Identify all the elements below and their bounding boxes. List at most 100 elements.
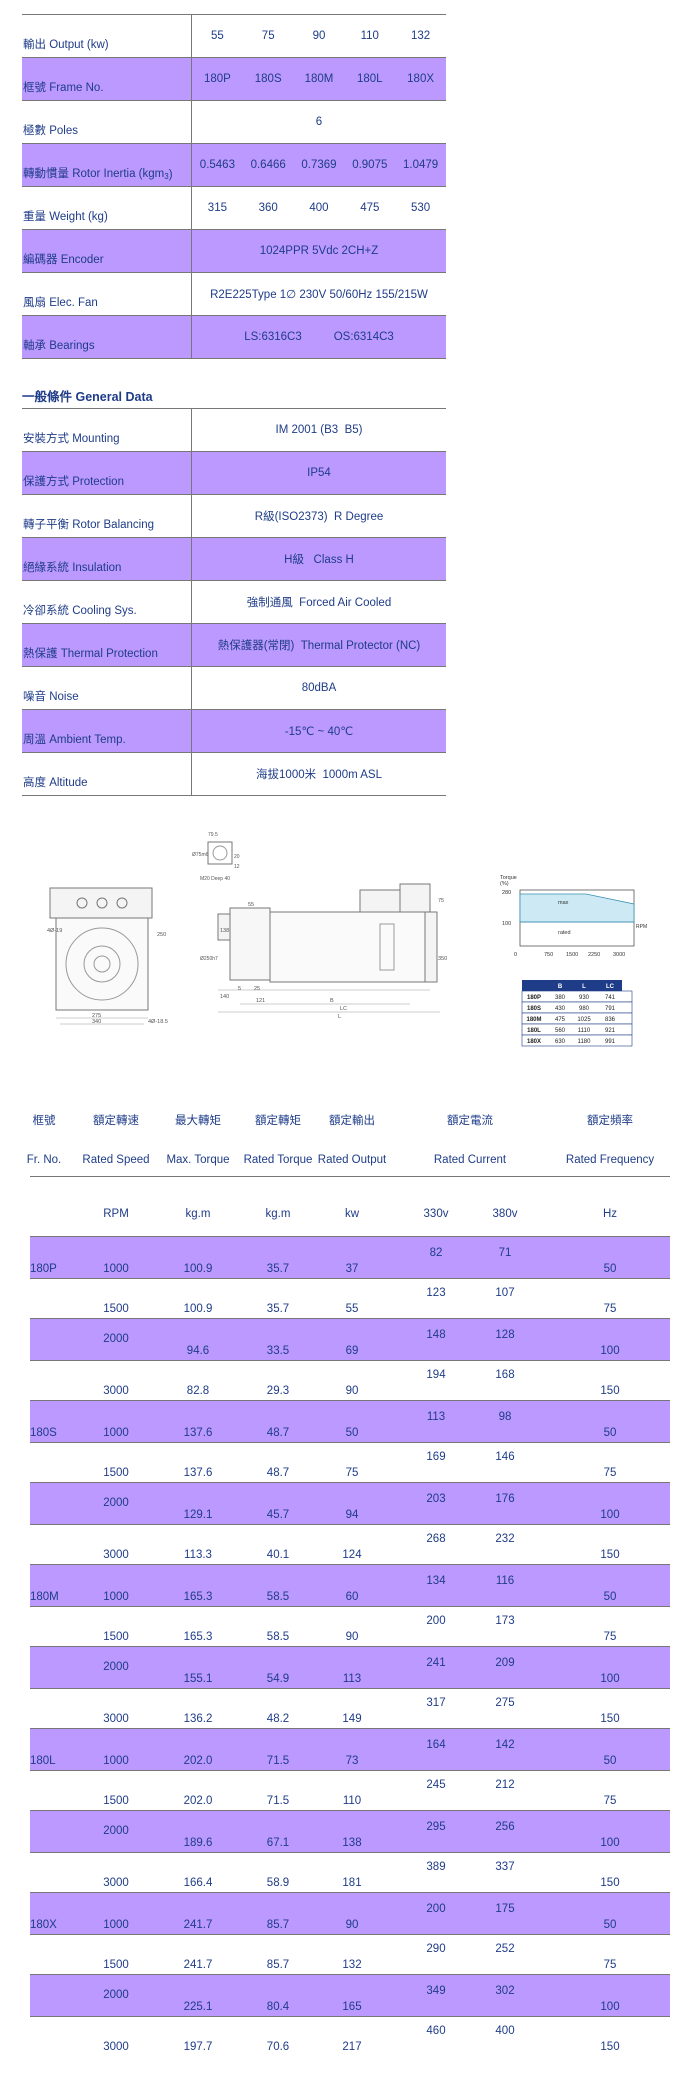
spec-label: 框號 Frame No. xyxy=(22,58,192,100)
table-cell-hz: 150 xyxy=(600,1549,620,1561)
front-view-drawing: 4Ø-19 275 340 4Ø-18.5 250 xyxy=(20,840,170,1030)
table-cell-max: 165.3 xyxy=(183,1631,213,1643)
spec-value: 75 xyxy=(261,30,275,42)
dim-cell: 560 xyxy=(555,1028,566,1034)
spec-label-text: 高度 Altitude xyxy=(23,777,88,789)
table-cell-out: 132 xyxy=(342,1959,362,1971)
key-dim-text: Ø75m6 xyxy=(192,852,209,858)
header-en-cell: Rated Output xyxy=(317,1154,387,1166)
table-cell-out: 138 xyxy=(342,1837,362,1849)
spec-label: 軸承 Bearings xyxy=(22,316,192,358)
spec-row: 絕緣系統 Insulation H級 Class H xyxy=(22,538,446,581)
spec-label: 噪音 Noise xyxy=(22,667,192,709)
torque-axis-label: Torque xyxy=(500,875,517,881)
side-dim-text: 5 xyxy=(238,986,241,992)
spec-value: 132 xyxy=(410,30,431,42)
table-cell-out: 73 xyxy=(345,1755,359,1767)
table-cell-max: 225.1 xyxy=(183,2001,213,2013)
spec-row: 高度 Altitude 海拔1000米 1000m ASL xyxy=(22,753,446,796)
spec-value-text: R2E225Type 1∅ 230V 50/60Hz 155/215W xyxy=(210,289,428,301)
spec-value-text: IM 2001 (B3 B5) xyxy=(275,424,363,436)
table-cell-c330: 295 xyxy=(426,1821,446,1833)
torque-xunit: RPM xyxy=(636,924,647,930)
table-cell-speed: 3000 xyxy=(103,1549,129,1561)
table-cell-speed: 3000 xyxy=(103,1713,129,1725)
dim-cell: 1110 xyxy=(578,1028,591,1034)
table-cell-max: 197.7 xyxy=(183,2041,213,2053)
dim-cell: 475 xyxy=(555,1017,566,1023)
table-cell-max: 155.1 xyxy=(183,1673,213,1685)
table-cell-rated: 58.5 xyxy=(266,1631,290,1643)
table-cell-out: 60 xyxy=(345,1591,359,1603)
spec-value-text: 6 xyxy=(315,116,323,128)
key-dim-text: 79.5 xyxy=(208,832,218,838)
table-cell-rated: 71.5 xyxy=(266,1755,290,1767)
spec-value: 0.7369 xyxy=(301,159,337,171)
spec-label-text: 編碼器 Encoder xyxy=(23,254,104,266)
spec-label: 轉子平衡 Rotor Balancing xyxy=(22,495,192,537)
spec-label-text: 轉子平衡 Rotor Balancing xyxy=(23,519,155,531)
header-row-cn: 框號額定轉速最大轉矩額定轉矩額定輸出額定電流額定頻率 xyxy=(30,1112,670,1132)
table-cell-rated: 40.1 xyxy=(266,1549,290,1561)
spec-label: 絕緣系統 Insulation xyxy=(22,538,192,580)
table-cell-c380: 275 xyxy=(495,1697,515,1709)
spec-label-text: 輸出 Output (kw) xyxy=(23,39,109,51)
table-cell-frame: 180X xyxy=(30,1919,57,1931)
spec-value-text: 海拔1000米 1000m ASL xyxy=(256,769,382,781)
spec-row: 安裝方式 Mounting IM 2001 (B3 B5) xyxy=(22,409,446,452)
table-cell-hz: 75 xyxy=(603,1959,617,1971)
side-dim-text: 350 xyxy=(438,956,447,962)
table-cell-c380: 212 xyxy=(495,1779,515,1791)
spec-value-text: H級 Class H xyxy=(284,554,354,566)
table-cell-c380: 98 xyxy=(498,1411,512,1423)
dim-header-cell xyxy=(572,980,598,991)
table-cell-speed: 1500 xyxy=(103,1467,129,1479)
table-cell-c380: 302 xyxy=(495,1985,515,1997)
side-dim-text: L xyxy=(338,1014,341,1020)
table-cell-rated: 67.1 xyxy=(266,1837,290,1849)
spec-value-text: 80dBA xyxy=(301,682,337,694)
table-cell-c330: 148 xyxy=(426,1329,446,1341)
spec-label: 冷卻系統 Cooling Sys. xyxy=(22,581,192,623)
spec-value-text: -15℃ ~ 40℃ xyxy=(284,726,354,738)
table-cell-out: 110 xyxy=(342,1795,362,1807)
spec-label: 安裝方式 Mounting xyxy=(22,409,192,451)
spec-value-text: R級(ISO2373) R Degree xyxy=(254,511,384,523)
spec-label-text: 軸承 Bearings xyxy=(23,340,95,352)
table-cell-rated: 85.7 xyxy=(266,1959,290,1971)
header-en-cell: Max. Torque xyxy=(166,1154,230,1166)
dim-cell: 991 xyxy=(605,1039,616,1045)
spec-label: 編碼器 Encoder xyxy=(22,230,192,272)
table-cell-c330: 268 xyxy=(426,1533,446,1545)
spec-label: 風扇 Elec. Fan xyxy=(22,273,192,315)
table-cell-speed: 1000 xyxy=(103,1755,129,1767)
table-cell-c380: 256 xyxy=(495,1821,515,1833)
spec-value: 180X xyxy=(407,73,435,85)
table-cell-speed: 2000 xyxy=(103,1497,129,1509)
table-cell-speed: 2000 xyxy=(103,1661,129,1673)
table-cell-rated: 29.3 xyxy=(266,1385,290,1397)
unit-cell: RPM xyxy=(103,1208,129,1220)
table-cell-speed: 1000 xyxy=(103,1919,129,1931)
front-dim-text: 4Ø-19 xyxy=(47,928,62,934)
torque-rated-label: rated xyxy=(558,930,571,936)
spec-value: 180L xyxy=(356,73,383,85)
spec-value: -15℃ ~ 40℃ xyxy=(192,710,446,752)
unit-cell: kg.m xyxy=(185,1208,211,1220)
table-cell-rated: 35.7 xyxy=(266,1263,290,1275)
table-cell-c330: 241 xyxy=(426,1657,446,1669)
table-cell-out: 90 xyxy=(345,1385,359,1397)
